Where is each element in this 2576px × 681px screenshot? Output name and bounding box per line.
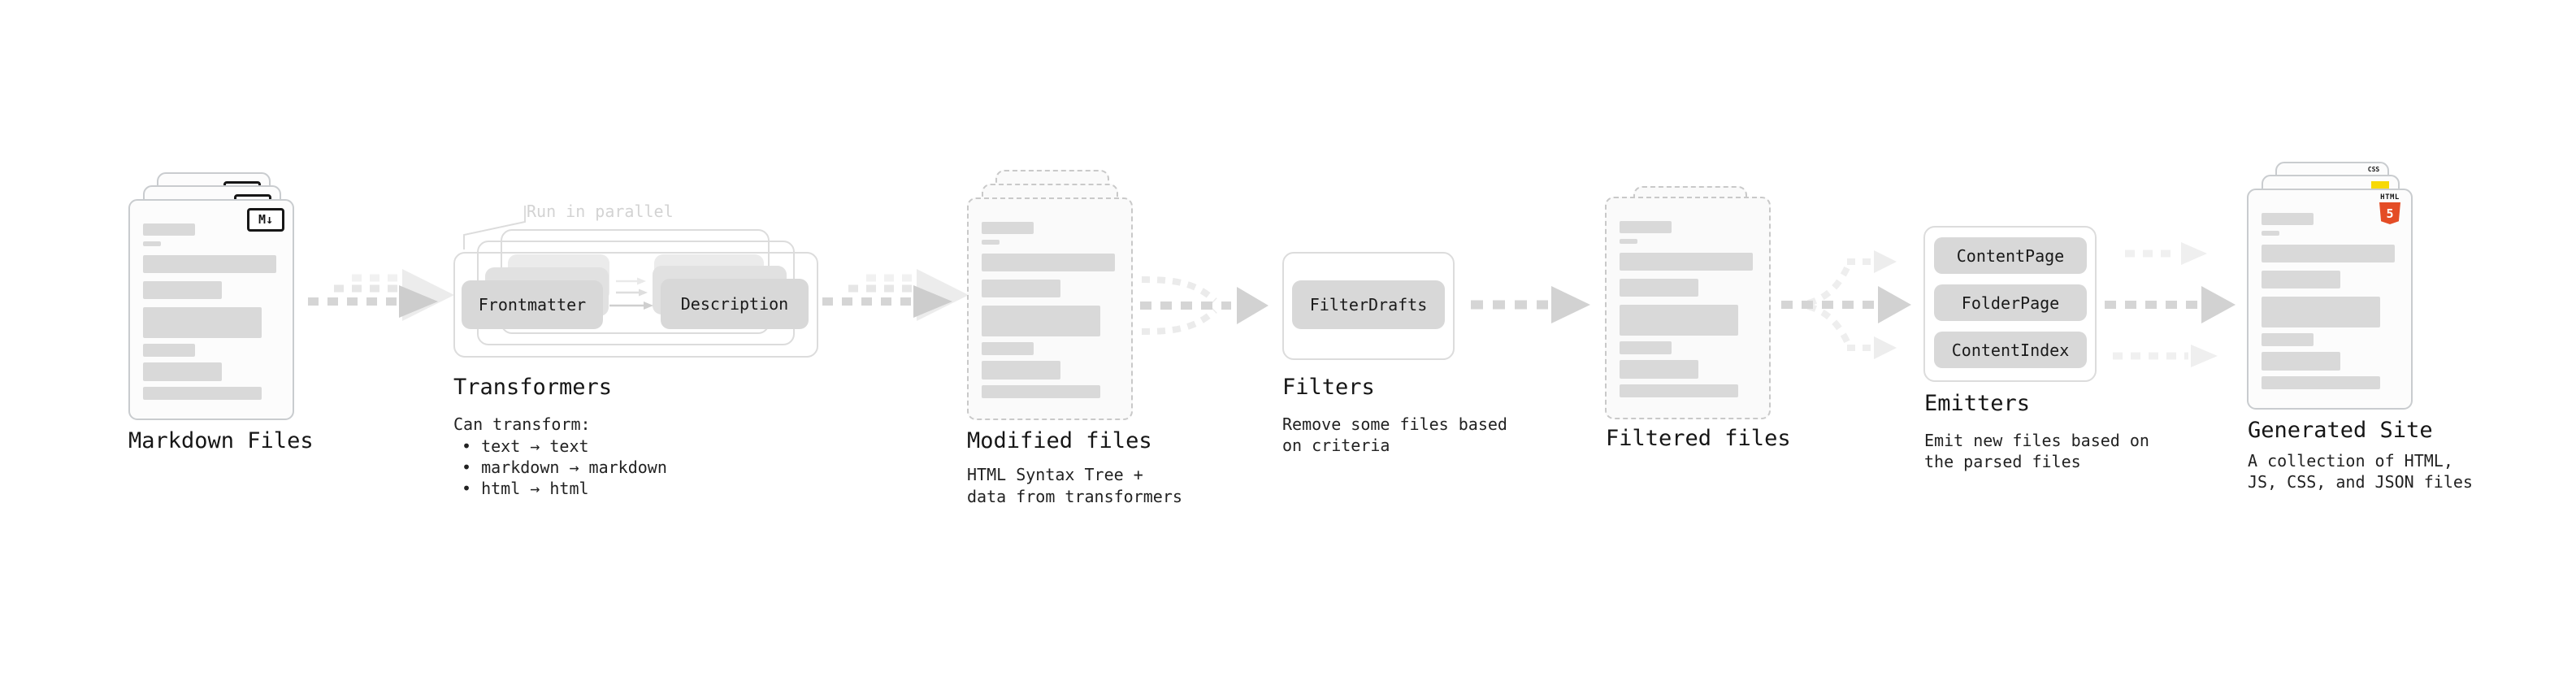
html5-icon-word: HTML: [2380, 193, 2400, 202]
markdown-files-label: Markdown Files: [128, 428, 314, 453]
text-placeholder-bar: [143, 255, 276, 273]
stacked-dashed-arrow-icon: [822, 269, 969, 321]
document-content-placeholder: [1607, 198, 1769, 418]
description-line: data from transformers: [967, 487, 1182, 506]
filtered-files-label: Filtered files: [1606, 426, 1791, 451]
filters-description: Remove some files based on criteria: [1282, 414, 1507, 456]
text-placeholder-bar: [2262, 245, 2395, 262]
text-placeholder-bar: [143, 387, 262, 400]
filtered-document-card-front: [1605, 197, 1771, 419]
text-placeholder-bar: [982, 342, 1034, 355]
text-placeholder-bar: [1620, 239, 1637, 244]
description-box: Description: [661, 279, 809, 329]
text-placeholder-bar: [2262, 271, 2340, 288]
emitters-container: [1923, 226, 2097, 382]
text-placeholder-bar: [2262, 231, 2279, 236]
document-content-placeholder: [2249, 190, 2411, 408]
text-placeholder-bar: [143, 307, 262, 338]
stacked-dashed-arrow-icon: [308, 269, 454, 321]
text-placeholder-bar: [982, 385, 1100, 398]
text-placeholder-bar: [1620, 305, 1738, 336]
text-placeholder-bar: [2262, 297, 2380, 327]
fanout-arrow-icon: [1781, 250, 1911, 359]
text-placeholder-bar: [2262, 213, 2314, 225]
filters-container: [1282, 252, 1455, 360]
text-placeholder-bar: [143, 362, 222, 381]
text-placeholder-bar: [982, 306, 1100, 336]
description-line: HTML Syntax Tree +: [967, 465, 1143, 484]
document-content-placeholder: [969, 199, 1131, 419]
annotation-leader-line: [463, 206, 526, 249]
dashed-arrow-icon: [1471, 286, 1590, 323]
markdown-icon: M↓: [247, 208, 284, 232]
text-placeholder-bar: [2262, 376, 2380, 389]
document-content-placeholder: [130, 201, 293, 419]
text-placeholder-bar: [1620, 221, 1672, 233]
text-placeholder-bar: [1620, 341, 1672, 354]
bullet-item: markdown → markdown: [462, 457, 667, 478]
bullet-item: html → html: [462, 478, 667, 499]
css-icon-label: CSS: [2367, 166, 2380, 173]
text-placeholder-bar: [143, 241, 161, 246]
text-placeholder-bar: [143, 344, 195, 357]
emitters-title: Emitters: [1924, 391, 2031, 416]
text-placeholder-bar: [1620, 384, 1738, 397]
text-placeholder-bar: [982, 222, 1034, 234]
transformers-title: Transformers: [453, 375, 613, 400]
frontmatter-box: Frontmatter: [462, 280, 603, 329]
parallel-mini-arrows-icon: [609, 277, 653, 310]
description-line: A collection of HTML,: [2248, 451, 2453, 471]
html5-icon: HTML 5: [2378, 194, 2402, 224]
description-line: Emit new files based on: [1924, 431, 2149, 450]
folderpage-box: FolderPage: [1934, 284, 2087, 321]
description-line: on criteria: [1282, 436, 1390, 455]
transformers-caption: Can transform:: [453, 414, 591, 434]
text-placeholder-bar: [2262, 352, 2340, 371]
text-placeholder-bar: [143, 281, 222, 299]
css-icon: CSS: [2366, 166, 2382, 173]
markdown-document-card-front: M↓: [128, 199, 294, 420]
modified-document-card-front: [967, 197, 1133, 420]
contentindex-box: ContentIndex: [1934, 332, 2087, 368]
html5-icon-shield: 5: [2379, 202, 2400, 224]
transformers-bullet-list: text → text markdown → markdown html → h…: [462, 436, 667, 499]
generated-site-label: Generated Site: [2248, 418, 2433, 443]
merge-arrow-icon: [1140, 276, 1268, 335]
modified-files-description: HTML Syntax Tree + data from transformer…: [967, 464, 1182, 508]
filters-title: Filters: [1282, 375, 1375, 400]
emitters-description: Emit new files based on the parsed files: [1924, 430, 2149, 472]
run-in-parallel-annotation: Run in parallel: [527, 202, 674, 221]
text-placeholder-bar: [982, 254, 1115, 271]
modified-files-label: Modified files: [967, 428, 1152, 453]
text-placeholder-bar: [1620, 279, 1698, 297]
contentpage-box: ContentPage: [1934, 237, 2087, 274]
description-line: Remove some files based: [1282, 414, 1507, 434]
text-placeholder-bar: [2262, 333, 2314, 346]
filterdrafts-box: FilterDrafts: [1292, 280, 1445, 329]
text-placeholder-bar: [1620, 253, 1753, 271]
text-placeholder-bar: [1620, 360, 1698, 379]
transformer-instance-outline-front: [453, 252, 818, 358]
text-placeholder-bar: [982, 240, 1000, 245]
description-line: the parsed files: [1924, 452, 2081, 471]
description-line: JS, CSS, and JSON files: [2248, 472, 2473, 492]
bullet-item: text → text: [462, 436, 667, 457]
text-placeholder-bar: [143, 223, 195, 236]
generated-document-card-html: HTML 5: [2247, 189, 2413, 410]
generated-site-description: A collection of HTML, JS, CSS, and JSON …: [2248, 450, 2473, 492]
triple-dashed-arrow-icon: [2105, 242, 2236, 367]
text-placeholder-bar: [982, 280, 1060, 297]
text-placeholder-bar: [982, 361, 1060, 380]
